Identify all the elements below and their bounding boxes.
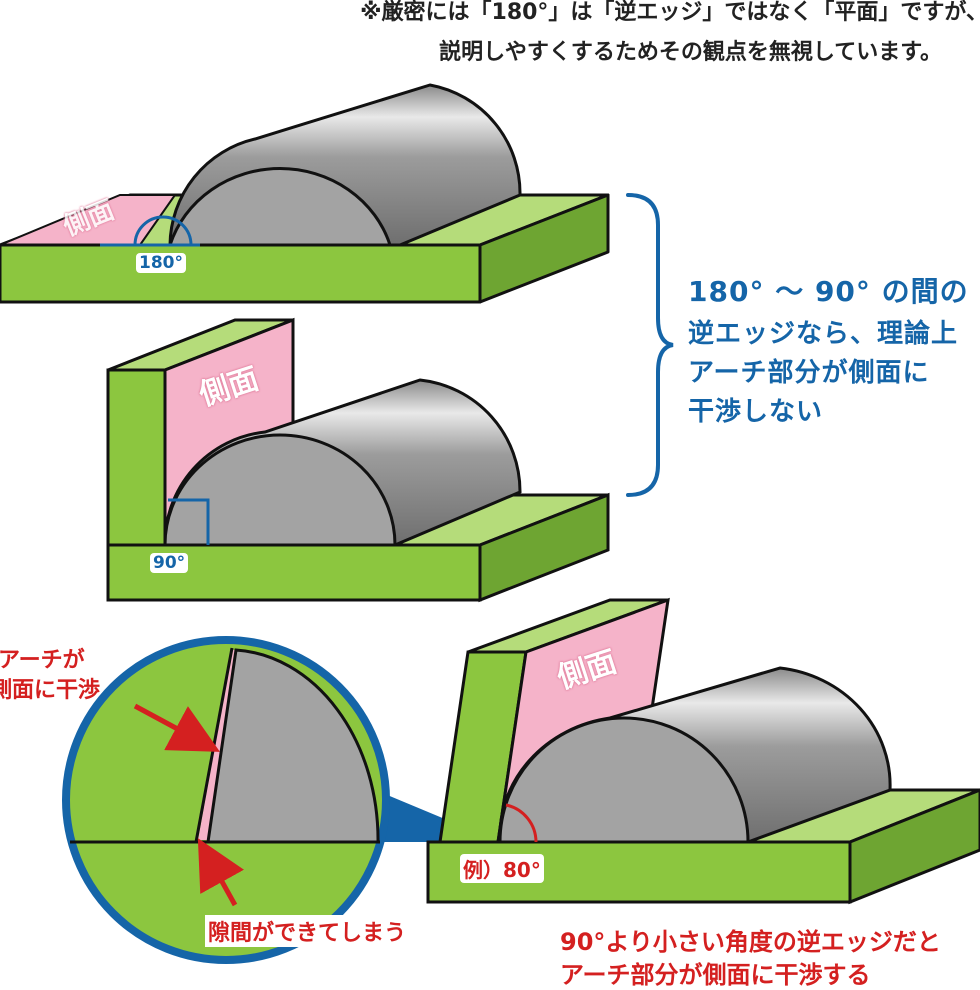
base-front-face: [0, 243, 482, 304]
base-right-face: [478, 492, 610, 603]
zoom-cylinder-section: [206, 648, 380, 844]
callout-interference-line1: アーチが: [0, 648, 85, 673]
callout-gap: 隙間ができてしまう: [205, 915, 410, 947]
angle-arc-180: [133, 215, 193, 246]
right-angle-marker-90: [168, 498, 210, 545]
figure-80-degree: [426, 597, 980, 905]
brace-text-line3: アーチ部分が側面に: [688, 358, 930, 388]
arrow-gap: [197, 838, 244, 907]
callout-interference-line2: 側面に干渉: [0, 678, 101, 703]
brace-text-line2: 逆エッジなら、理論上: [688, 319, 959, 349]
zoom-circle: [62, 636, 500, 964]
base-right-face: [478, 193, 610, 304]
figure-180-degree: [0, 83, 610, 304]
arrow-interference: [133, 703, 221, 752]
top-note: ※厳密には「180°」は「逆エッジ」ではなく「平面」ですが、: [0, 0, 980, 26]
base-right-face: [848, 788, 980, 905]
wall-front-face: [106, 368, 167, 547]
brace-text-line1: 180° ～ 90° の間の: [688, 275, 969, 308]
half-cylinder: [167, 83, 522, 247]
brace: [626, 193, 674, 497]
angle-arc-80: [505, 803, 538, 843]
angle-label-180: 180°: [136, 253, 186, 273]
half-cylinder: [163, 378, 522, 547]
angle-label-90: 90°: [150, 553, 189, 573]
example-angle-label: 例）80°: [460, 854, 544, 883]
top-note-2: 説明しやすくするためその観点を無視しています。: [439, 34, 980, 66]
bottom-text-line1: 90°より小さい角度の逆エッジだと: [560, 928, 941, 956]
brace-text-line4: 干渉しない: [688, 397, 824, 427]
bottom-text-line2: アーチ部分が側面に干渉する: [560, 961, 871, 989]
top-note-line2: 説明しやすくするためその観点を無視しています。: [439, 40, 942, 65]
figure-90-degree: [106, 317, 610, 603]
half-cylinder: [498, 666, 892, 844]
top-note-line1: ※厳密には「180°」は「逆エッジ」ではなく「平面」ですが、: [360, 0, 980, 25]
